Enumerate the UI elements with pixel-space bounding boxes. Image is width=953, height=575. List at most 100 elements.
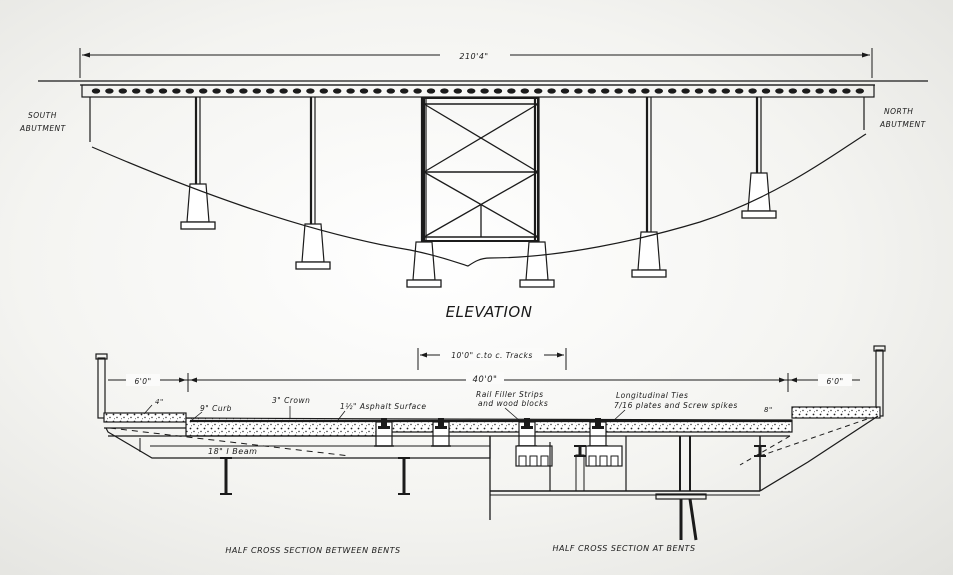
north-abutment-label-1: NORTH bbox=[884, 107, 913, 116]
bridge-deck bbox=[38, 80, 928, 98]
right-walk-label: 6'0" bbox=[826, 377, 843, 386]
deck-bolt-mark bbox=[748, 88, 757, 94]
rail-stringer-2 bbox=[585, 445, 623, 467]
pier-pedestal bbox=[525, 241, 549, 281]
deck-bolt-mark bbox=[735, 88, 744, 94]
ties-label-2: 7/16 plates and Screw spikes bbox=[614, 401, 738, 410]
deck-bolt-mark bbox=[453, 88, 462, 94]
deck-bolt-mark bbox=[641, 88, 650, 94]
curb-label: 9" Curb bbox=[200, 404, 232, 413]
deck-bolt-mark bbox=[105, 88, 114, 94]
roadway-width-label: 40'0" bbox=[473, 375, 498, 385]
deck-bolt-mark bbox=[694, 88, 704, 94]
deck-bolt-mark bbox=[145, 88, 154, 94]
i-beam-hanger-3 bbox=[574, 445, 586, 457]
i-beam-hanger-2 bbox=[398, 457, 410, 495]
deck-bolt-mark bbox=[413, 88, 422, 94]
track-spacing-dimension: 10'0" c.to c. Tracks bbox=[417, 348, 567, 370]
i-beam-hanger-1 bbox=[220, 457, 232, 495]
deck-bolt-mark bbox=[480, 88, 489, 94]
deck-bolt-mark bbox=[708, 88, 717, 94]
deck-bolt-mark bbox=[761, 88, 771, 94]
column-footing bbox=[180, 221, 216, 230]
rail-stringer-1 bbox=[515, 445, 553, 467]
south-abutment-label-2: ABUTMENT bbox=[19, 124, 67, 133]
i-beam-hanger-4 bbox=[754, 445, 766, 457]
deck-bolt-mark bbox=[507, 88, 516, 94]
deck-bolt-mark bbox=[828, 88, 838, 94]
deck-bolt-mark bbox=[266, 88, 275, 94]
north-abutment: NORTH ABUTMENT bbox=[863, 97, 927, 130]
span-dimension-label: 210'4" bbox=[459, 52, 488, 61]
deck-bolt-mark bbox=[239, 88, 248, 94]
deck-bolt-mark bbox=[534, 88, 543, 94]
column-5 bbox=[631, 97, 667, 278]
deck-bolt-mark bbox=[601, 88, 610, 94]
deck-bolt-mark bbox=[587, 88, 596, 94]
deck-bolt-mark bbox=[775, 88, 784, 94]
deck-bolt-mark bbox=[185, 88, 194, 94]
pier-pedestal bbox=[747, 172, 771, 212]
deck-bolt-mark bbox=[681, 88, 690, 94]
pier-pedestal bbox=[412, 241, 436, 281]
column-footing bbox=[741, 210, 777, 219]
rail-bay-4 bbox=[588, 418, 608, 447]
deck-bolt-mark bbox=[346, 88, 355, 94]
column-footing bbox=[295, 261, 331, 270]
south-abutment-label-1: SOUTH bbox=[28, 111, 57, 120]
deck-bolt-mark bbox=[279, 88, 288, 94]
deck-bolt-mark bbox=[560, 88, 570, 94]
section-labels: 4" 9" Curb 3" Crown 1½" Asphalt Surface … bbox=[143, 390, 773, 555]
cross-section-view: 10'0" c.to c. Tracks 6'0" 40'0" 6'0" bbox=[95, 345, 886, 555]
deck-bolt-mark bbox=[225, 88, 235, 94]
north-abutment-label-2: ABUTMENT bbox=[879, 120, 927, 129]
curb-right-dim: 8" bbox=[764, 406, 773, 414]
deck-bolt-mark bbox=[520, 88, 529, 94]
crown-label: 3" Crown bbox=[272, 396, 310, 405]
deck-bolt-mark bbox=[440, 88, 449, 94]
deck-bolt-mark bbox=[668, 88, 677, 94]
deck-bolt-mark bbox=[386, 88, 395, 94]
deck-bolt-mark bbox=[212, 88, 221, 94]
deck-bolt-mark bbox=[199, 88, 208, 94]
left-walk-label: 6'0" bbox=[134, 377, 151, 386]
beam-label: 18" I Beam bbox=[208, 447, 257, 456]
deck-bolt-mark bbox=[426, 88, 436, 94]
deck-bolt-mark bbox=[815, 88, 824, 94]
deck-bolt-mark bbox=[172, 88, 181, 94]
column-footing bbox=[406, 279, 442, 288]
ground-line bbox=[91, 133, 867, 267]
rail-bay-2 bbox=[431, 418, 451, 447]
south-abutment: SOUTH ABUTMENT bbox=[19, 97, 91, 142]
deck-bolt-mark bbox=[292, 88, 302, 94]
asphalt-label: 1½" Asphalt Surface bbox=[340, 402, 427, 411]
caption-left: HALF CROSS SECTION BETWEEN BENTS bbox=[225, 546, 400, 555]
deck-bolt-mark bbox=[654, 88, 663, 94]
rail-bay-1 bbox=[374, 418, 394, 447]
deck-bolt-mark bbox=[493, 88, 503, 94]
deck-bolt-mark bbox=[91, 88, 101, 94]
deck-bolt-mark bbox=[373, 88, 382, 94]
deck-bolt-mark bbox=[467, 88, 476, 94]
column-footing bbox=[631, 269, 667, 278]
braced-tower bbox=[423, 97, 539, 242]
deck-bolt-mark bbox=[614, 88, 623, 94]
deck-bolt-mark bbox=[721, 88, 730, 94]
elevation-view: 210'4" SOUTH ABUTMENT NORTH ABUTMENT bbox=[19, 48, 928, 321]
deck-bolt-mark bbox=[788, 88, 797, 94]
deck-underside: 18" I Beam bbox=[105, 415, 879, 541]
deck-bolt-mark bbox=[132, 88, 141, 94]
deck-bolt-mark bbox=[306, 88, 315, 94]
beam-hangers bbox=[220, 445, 766, 495]
column-2 bbox=[295, 97, 331, 270]
column-footing bbox=[519, 279, 555, 288]
deck-bolt-mark bbox=[252, 88, 261, 94]
deck-bolt-mark bbox=[855, 88, 864, 94]
column-1 bbox=[180, 97, 216, 230]
caption-right: HALF CROSS SECTION AT BENTS bbox=[552, 544, 695, 553]
rail-filler-label-2: and wood blocks bbox=[478, 399, 548, 408]
deck-bolt-mark bbox=[118, 88, 128, 94]
deck-bolt-mark bbox=[574, 88, 583, 94]
